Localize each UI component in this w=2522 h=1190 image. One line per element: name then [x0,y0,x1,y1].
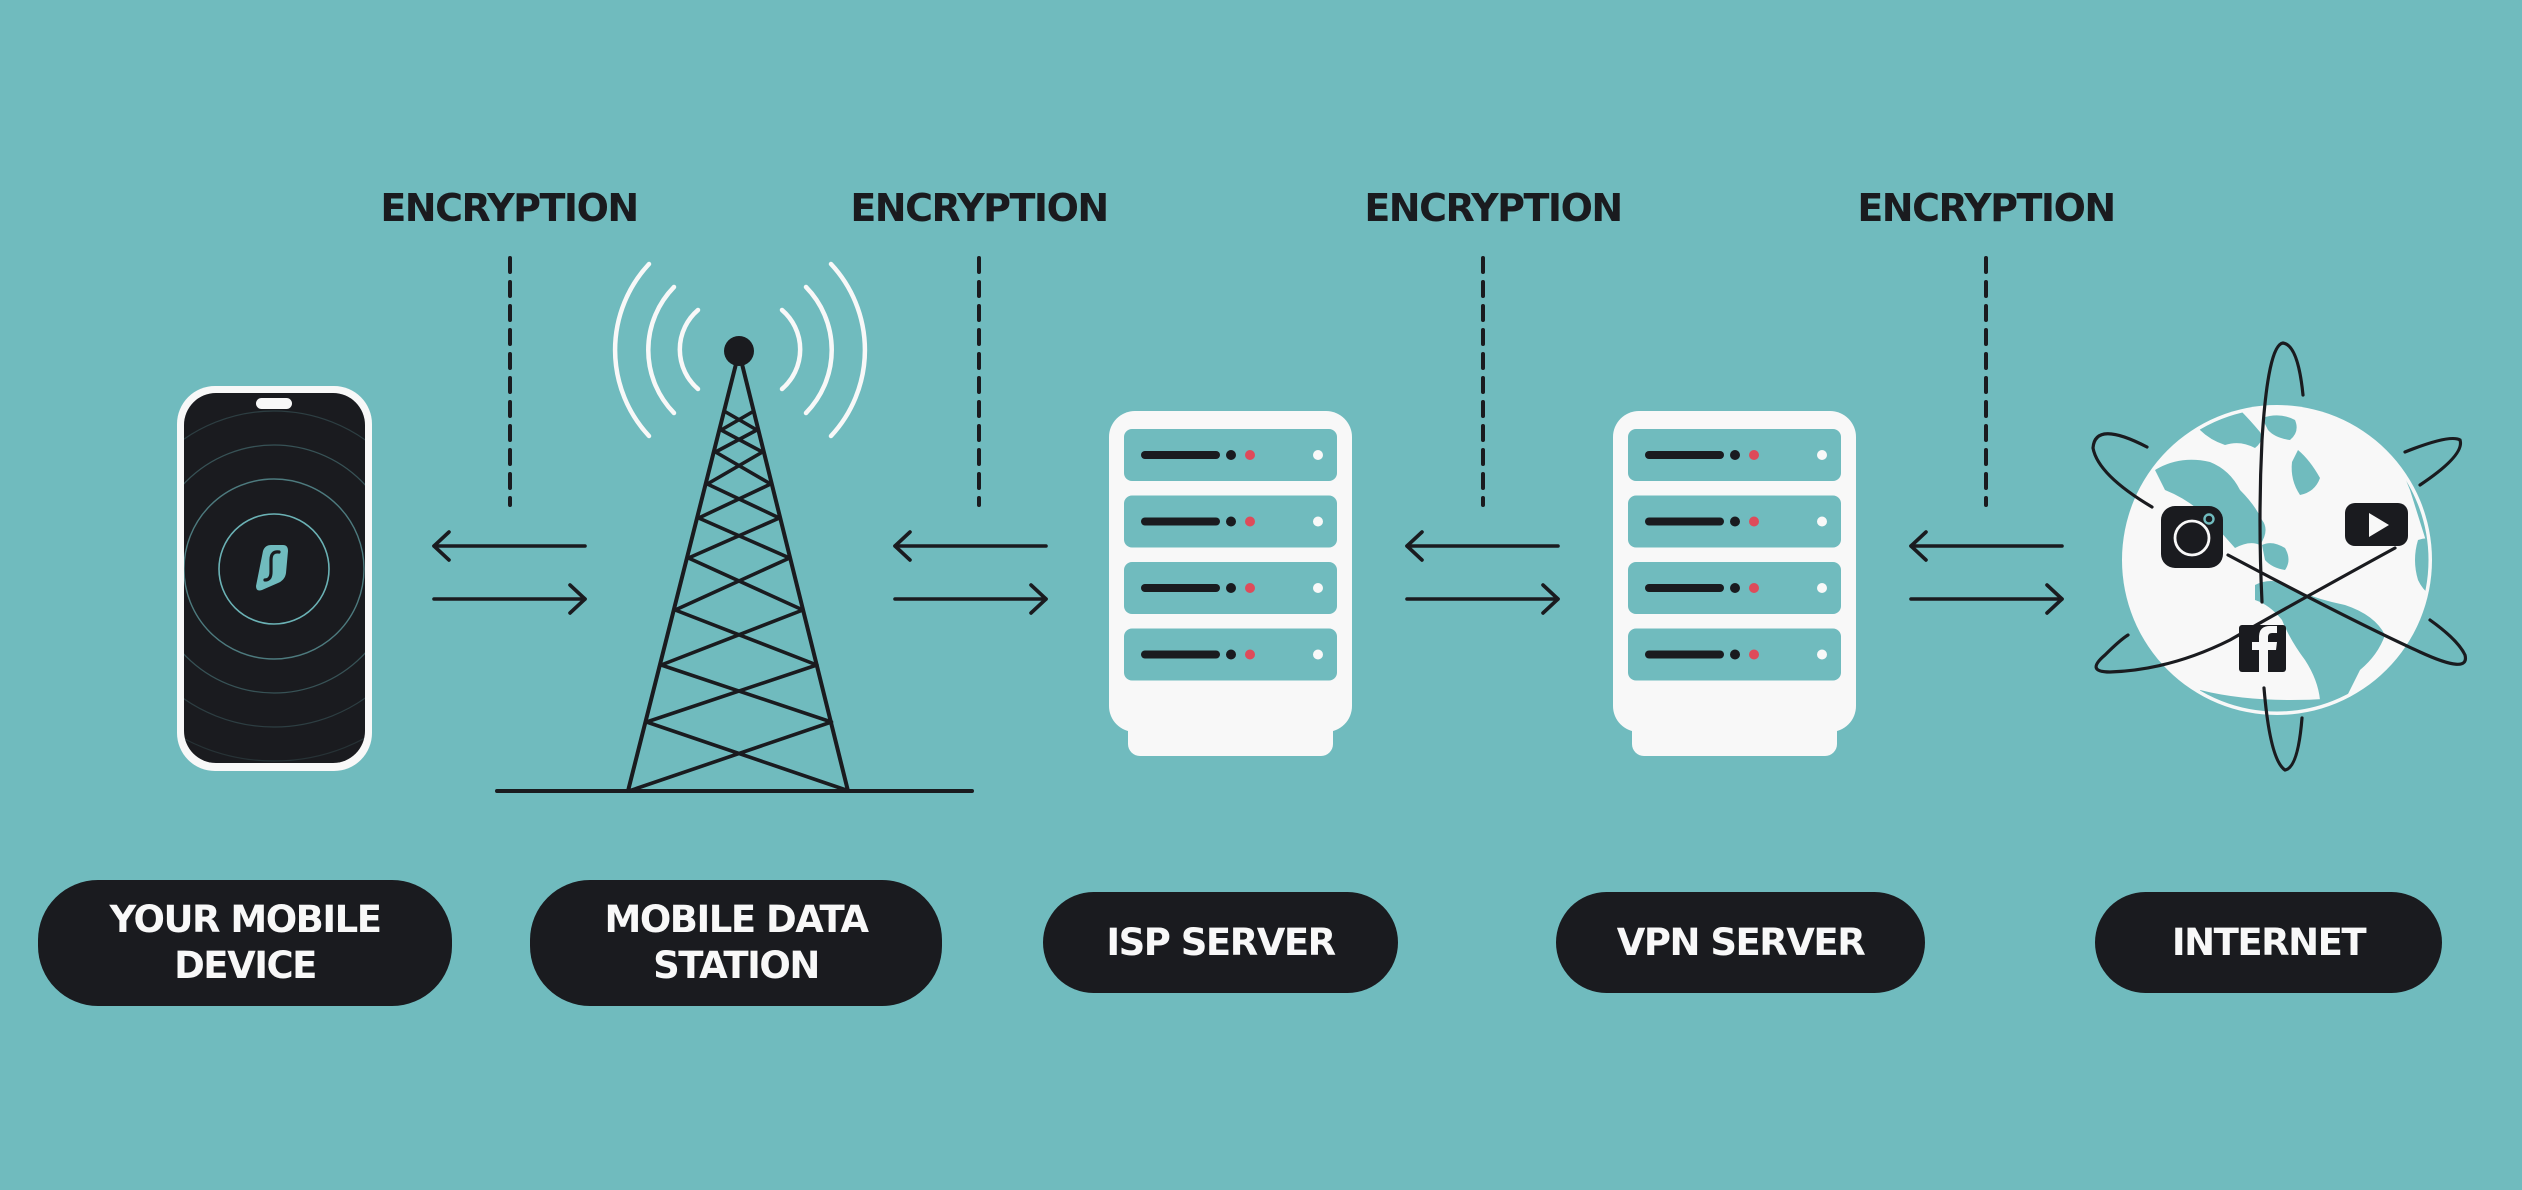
tower-lattice [627,410,851,793]
cell-tower-icon [495,336,974,793]
node-label-mobile-device: YOUR MOBILE DEVICE [38,880,452,1006]
connection-mobile-data-station-to-isp-server [893,256,1048,615]
lattice-brace [713,428,759,454]
lattice-brace [713,450,773,486]
status-led-white [1817,516,1827,527]
status-led-dark [1226,516,1236,527]
tower-leg-right [739,358,850,793]
status-led-dark [1226,583,1236,593]
lattice-brace [719,428,765,454]
arrow-right-icon [893,583,1048,615]
server-slot [1124,628,1337,681]
encryption-label: ENCRYPTION [1857,186,2116,230]
phone-notch [256,398,292,409]
node-label-vpn-server: VPN SERVER [1556,892,1925,993]
smartphone-icon [177,386,372,771]
status-led-red [1245,583,1255,593]
instagram-icon [2161,506,2223,568]
status-led-white [1817,649,1827,660]
servers-group [1109,411,1856,756]
lattice-brace [705,482,782,520]
tower-leg-left [626,358,739,793]
lattice-brace [696,516,792,560]
connectors-group [432,256,2064,615]
lattice-brace [719,410,755,432]
surfshark-logo-icon [256,545,288,591]
status-led-white [1817,450,1827,460]
server-slot [1628,495,1841,548]
status-led-white [1313,516,1323,527]
status-led-dark [1730,583,1740,593]
facebook-icon [2239,625,2286,672]
encryption-label: ENCRYPTION [850,186,1109,230]
signal-rings [184,393,365,762]
server-slot [1124,429,1337,481]
arrow-left-icon [893,530,1048,562]
lattice-brace [696,482,773,520]
lattice-brace [644,720,851,793]
lattice-brace [659,663,834,724]
server-slot [1628,628,1841,681]
lattice-brace [644,663,819,724]
status-led-red [1245,516,1255,527]
globe-icon [2091,341,2468,772]
arrow-right-icon [432,583,587,615]
lattice-brace [686,556,805,612]
status-led-red [1749,649,1759,660]
server-slot [1628,562,1841,614]
arrow-right-icon [1909,583,2064,615]
youtube-icon [2345,503,2408,546]
orbit-lines [2091,341,2468,772]
arrow-left-icon [1405,530,1560,562]
status-led-red [1749,516,1759,527]
status-led-red [1749,450,1759,460]
connection-mobile-device-to-mobile-data-station [432,256,587,615]
lattice-brace [705,450,765,486]
status-led-red [1749,583,1759,593]
connection-vpn-server-to-internet [1909,256,2064,615]
lattice-brace [659,608,805,667]
status-led-dark [1730,649,1740,660]
lattice-brace [673,608,819,667]
arrow-left-icon [432,530,587,562]
server-rack-icon [1109,411,1352,756]
status-led-white [1817,583,1827,593]
server-slot [1124,562,1337,614]
radio-waves-icon [612,261,868,439]
connection-isp-server-to-vpn-server [1405,256,1560,615]
status-led-dark [1226,649,1236,660]
lattice-brace [723,410,759,432]
server-slot [1628,429,1841,481]
arrow-right-icon [1405,583,1560,615]
lattice-brace [627,720,834,793]
encryption-label: ENCRYPTION [380,186,639,230]
status-led-white [1313,649,1323,660]
lattice-brace [673,556,792,612]
status-led-dark [1730,450,1740,460]
node-label-mobile-data-station: MOBILE DATA STATION [530,880,942,1006]
status-led-white [1313,583,1323,593]
node-label-internet: INTERNET [2095,892,2442,993]
status-led-dark [1226,450,1236,460]
server-slot [1124,495,1337,548]
tower-antenna-tip [724,336,754,366]
status-led-red [1245,649,1255,660]
status-led-white [1313,450,1323,460]
lattice-brace [686,516,782,560]
status-led-dark [1730,516,1740,527]
encryption-label: ENCRYPTION [1364,186,1623,230]
node-label-isp-server: ISP SERVER [1043,892,1398,993]
server-rack-icon [1613,411,1856,756]
arrow-left-icon [1909,530,2064,562]
status-led-red [1245,450,1255,460]
